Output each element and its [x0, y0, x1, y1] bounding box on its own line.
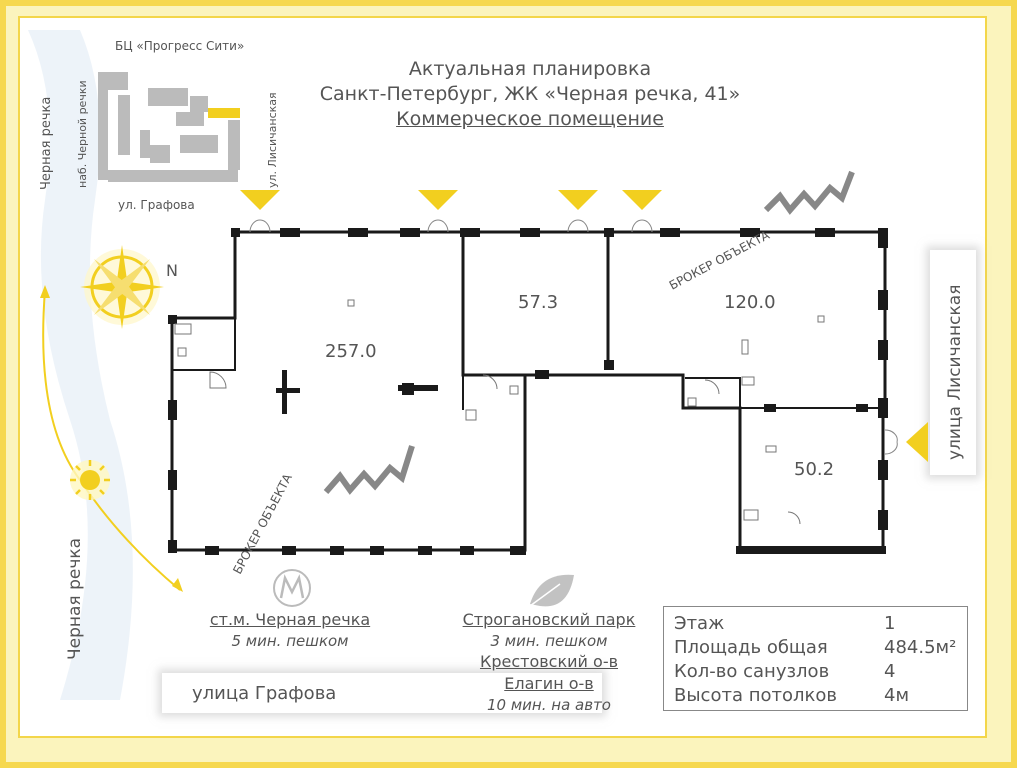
site-right-label: ул. Лисичанская	[266, 92, 279, 188]
stat-value-floor: 1	[884, 613, 896, 634]
metro-time: 5 мин. пешком	[231, 632, 349, 650]
stat-label-floor: Этаж	[674, 613, 725, 634]
compass-icon	[80, 245, 164, 329]
entrance-doors	[249, 219, 898, 455]
entrance-markers	[240, 190, 928, 462]
river-label-bottom: Черная речка	[65, 538, 85, 660]
stat-value-area: 484.5м²	[884, 637, 957, 658]
park-name-3: Елагин о-в	[504, 674, 594, 693]
river-label-top: Черная речка	[39, 97, 54, 190]
street-bottom-label: улица Графова	[192, 683, 336, 704]
watermark-logo-1	[763, 170, 855, 215]
site-left-label: наб. Черной речки	[76, 80, 89, 188]
stat-value-ceiling: 4м	[884, 685, 910, 706]
park-time-2: 10 мин. на авто	[487, 696, 611, 714]
compass-north-label: N	[166, 261, 178, 280]
site-bottom-label: ул. Графова	[118, 198, 195, 212]
sun-icon	[70, 460, 110, 500]
stat-label-ceiling: Высота потолков	[674, 685, 837, 706]
room-label-4: 50.2	[794, 459, 834, 480]
fixtures	[174, 299, 825, 525]
watermark-text-2: БРОКЕР ОБЪЕКТА	[230, 471, 295, 577]
leaf-icon	[529, 574, 574, 607]
watermark-text-1: БРОКЕР ОБЪЕКТА	[667, 228, 773, 293]
stats-table: Этаж 1 Площадь общая 484.5м² Кол-во сану…	[663, 606, 968, 711]
site-map	[98, 60, 250, 190]
title-line-1: Актуальная планировка	[408, 58, 652, 80]
metro-icon	[273, 569, 311, 607]
wall-piers	[168, 228, 888, 555]
metro-block: ст.м. Черная речка 5 мин. пешком	[185, 609, 395, 651]
street-right-label: улица Лисичанская	[945, 285, 965, 460]
stat-label-area: Площадь общая	[674, 637, 828, 658]
room-label-2: 57.3	[518, 292, 558, 313]
stat-value-bathrooms: 4	[884, 661, 896, 682]
park-time-1: 3 мин. пешком	[490, 632, 608, 650]
stat-label-bathrooms: Кол-во санузлов	[674, 661, 830, 682]
room-label-3: 120.0	[724, 292, 776, 313]
river-shape	[28, 30, 133, 700]
parks-block: Строгановский парк 3 мин. пешком Крестов…	[438, 609, 660, 715]
site-top-label: БЦ «Прогресс Сити»	[115, 39, 244, 53]
street-bar-bottom	[162, 673, 602, 713]
street-bar-right	[930, 250, 976, 475]
park-name-2: Крестовский о-в	[479, 652, 619, 671]
title-line-3-text: Коммерческое помещение	[396, 108, 664, 130]
metro-name: ст.м. Черная речка	[209, 610, 371, 629]
title-line-2: Санкт-Петербург, ЖК «Черная речка, 41»	[319, 83, 741, 105]
park-name-1: Строгановский парк	[462, 610, 636, 629]
watermark-logo-2	[323, 445, 415, 495]
room-label-1: 257.0	[325, 341, 377, 362]
